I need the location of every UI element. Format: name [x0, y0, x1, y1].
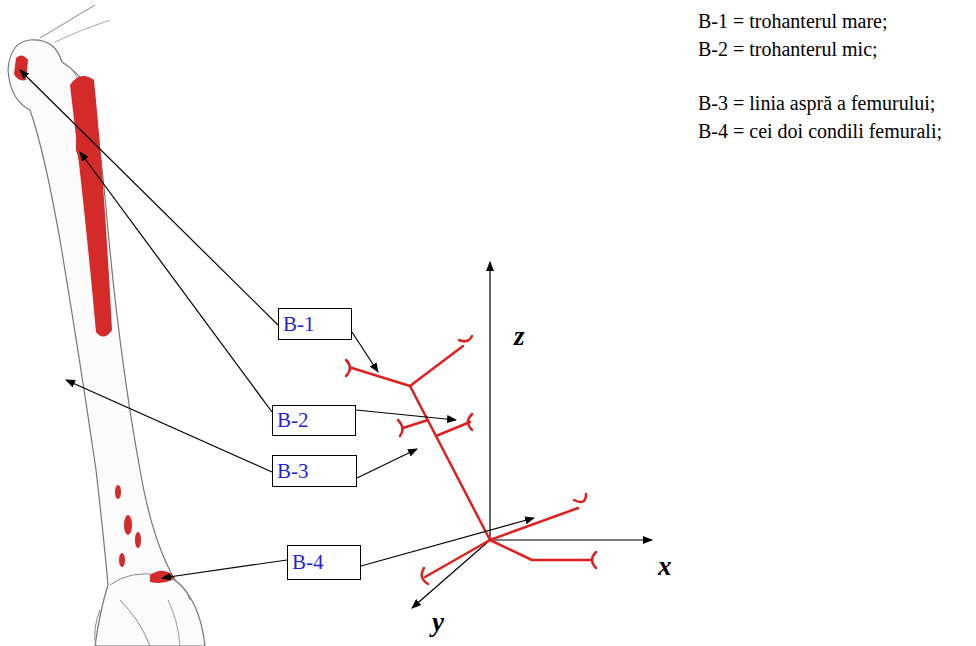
leader-lines	[20, 70, 534, 578]
axis-label: z	[514, 322, 525, 352]
callout-label: B-4	[292, 552, 324, 573]
callout-label: B-2	[277, 410, 309, 431]
axis-label: x	[658, 552, 672, 582]
callout-box: B-4	[287, 545, 361, 580]
axis-label: y	[432, 608, 444, 638]
legend-text: B-1 = trohanterul mare;	[698, 10, 888, 32]
callout-box: B-1	[278, 308, 352, 340]
legend-text: B-2 = trohanterul mic;	[698, 38, 878, 60]
callout-box: B-3	[272, 455, 357, 487]
callout-box: B-2	[272, 405, 356, 436]
legend-text: B-3 = linia aspră a femurului;	[698, 92, 935, 114]
callout-label: B-3	[277, 461, 309, 482]
callout-label: B-1	[283, 314, 315, 335]
femur-drawing	[8, 5, 205, 646]
legend-text: B-4 = cei doi condili femurali;	[698, 120, 942, 142]
axes	[412, 262, 652, 608]
skeleton-model	[346, 336, 596, 584]
